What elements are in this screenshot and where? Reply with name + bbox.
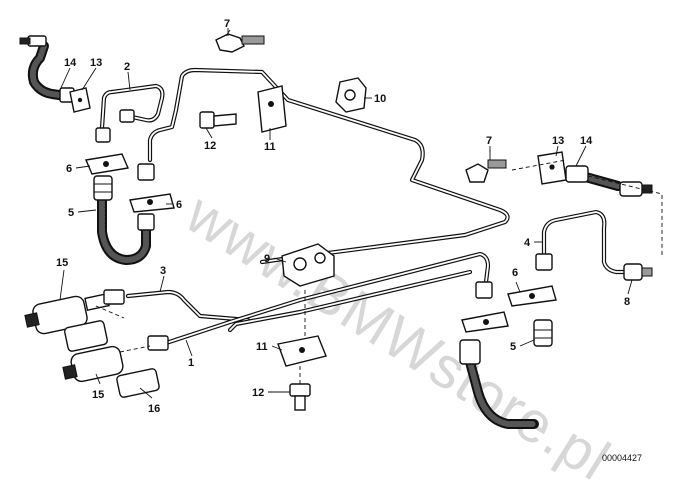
callout-14-right: 14: [580, 135, 593, 147]
bolt-12-bottom: [289, 383, 311, 411]
dashed-guide-lower-left: [95, 305, 151, 353]
pipe-nut-right: [475, 281, 493, 299]
callout-2: 2: [124, 61, 130, 73]
callout-15-bottom: 15: [92, 389, 104, 401]
callout-6-right: 6: [512, 267, 518, 279]
callout-12-top: 12: [204, 140, 216, 152]
callout-7-right: 7: [486, 135, 492, 147]
callout-14-top-left: 14: [64, 57, 77, 69]
bolt-12-top: [199, 111, 237, 129]
brake-pipe-3: [125, 289, 251, 323]
callout-6-left: 6: [66, 163, 72, 175]
callout-5-left: 5: [68, 207, 74, 219]
callout-10: 10: [374, 93, 386, 105]
adapter-top-left: [63, 320, 109, 352]
brake-pipe-1: [157, 251, 491, 348]
hose-fitting-bottom-right: [459, 339, 481, 365]
callout-7-top: 7: [224, 18, 230, 30]
pipe-nut-4: [535, 253, 553, 271]
bracket-11-bottom: [277, 335, 327, 367]
brake-pipe-4: [541, 209, 629, 275]
clip-10: [335, 77, 367, 113]
pipe-nut-6-mid: [137, 163, 155, 231]
brake-hose-5-left: [97, 195, 151, 265]
callout-5-right: 5: [510, 341, 516, 353]
clip-9: [281, 243, 335, 287]
brake-hose-bottom-right: [465, 357, 539, 429]
distributor-15-top: [24, 293, 110, 335]
callout-1: 1: [188, 357, 194, 369]
callout-8: 8: [624, 296, 630, 308]
callout-4: 4: [524, 237, 531, 249]
diagram-reference-number: 00004427: [602, 453, 642, 463]
callout-13-right: 13: [552, 135, 564, 147]
brake-pipe-1-branch: [227, 269, 473, 333]
main-brake-pipe-upper: [147, 67, 510, 265]
clip-6-mid: [129, 193, 175, 213]
clip-6-right: [507, 285, 557, 307]
bracket-13-top-left: [69, 87, 91, 113]
hose-fitting-5-right: [533, 319, 553, 347]
connector-8: [623, 263, 653, 281]
watermark-text: www.BMWstore.pl: [174, 180, 621, 484]
bleed-valve-7-right: [465, 150, 507, 183]
clip-6-right-lower: [461, 311, 509, 333]
callout-12-bottom: 12: [252, 387, 264, 399]
callout-6-mid: 6: [176, 199, 182, 211]
callout-15-top: 15: [56, 257, 68, 269]
adapter-16: [116, 335, 169, 398]
bracket-11-top: [257, 85, 287, 133]
leader-lines: [59, 28, 633, 399]
callout-13-top-left: 13: [90, 57, 102, 69]
dashed-guide-right-top: [511, 159, 663, 258]
brake-pipe-2: [99, 83, 165, 131]
callout-9: 9: [264, 253, 270, 265]
brake-hose-top-left: [27, 41, 71, 101]
bleed-valve-7-top: [215, 29, 265, 53]
bracket-13-right: [537, 151, 567, 185]
pipe-nut-3: [103, 289, 125, 305]
callout-3: 3: [160, 265, 166, 277]
callout-16: 16: [148, 403, 160, 415]
hose-fitting-5-left: [93, 175, 113, 201]
distributor-15-bottom: [62, 345, 124, 383]
callout-11-top: 11: [264, 141, 276, 153]
clip-6-left: [85, 153, 129, 175]
callout-11-bottom: 11: [256, 341, 268, 353]
pipe-nut-2-left: [95, 109, 135, 143]
